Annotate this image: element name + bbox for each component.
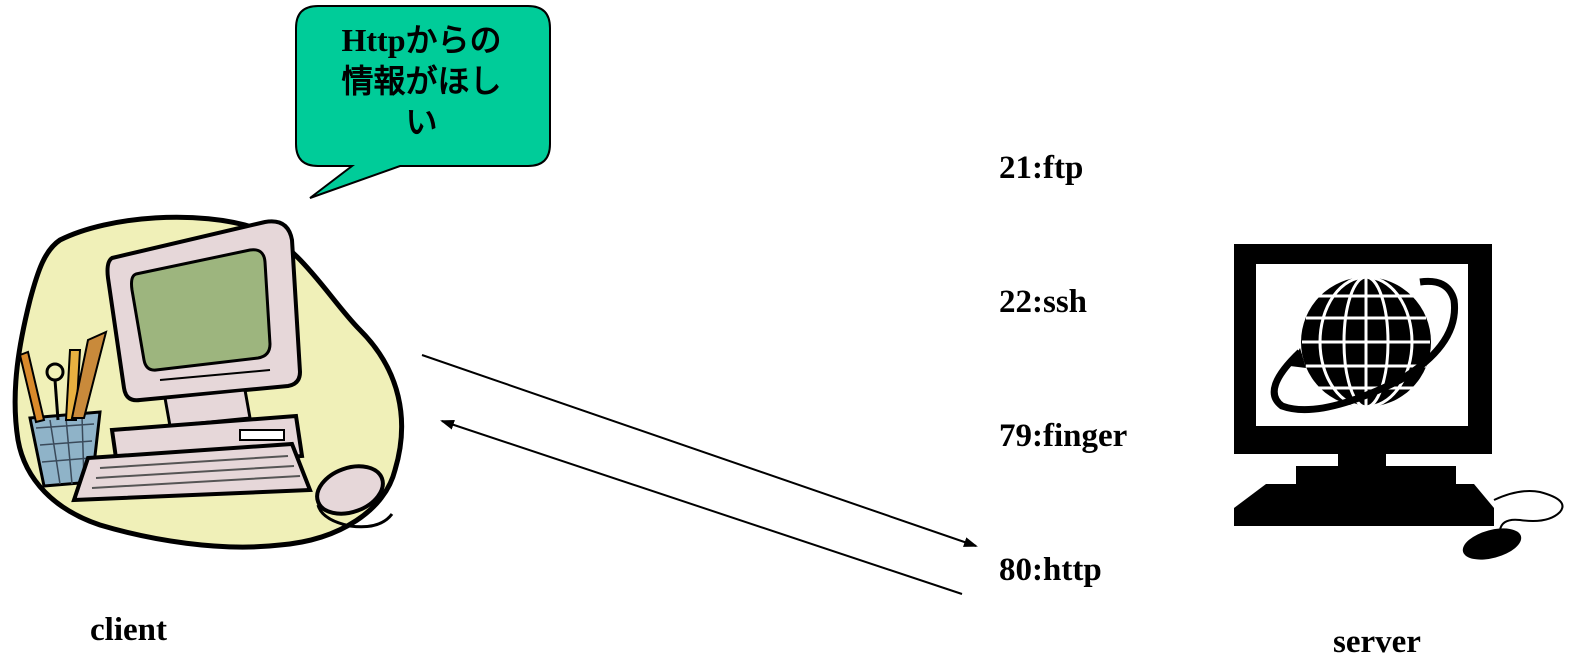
globe-icon (1270, 275, 1459, 414)
client-label: client (90, 612, 167, 648)
port-label-finger: 79:finger (999, 418, 1128, 454)
speech-bubble (295, 5, 551, 199)
server-label: server (1333, 624, 1421, 660)
response-arrow (440, 420, 963, 595)
port-label-ssh: 22:ssh (999, 284, 1088, 320)
speech-bubble-text: Httpからの 情報がほし い (300, 20, 543, 143)
bubble-line-1: Httpからの (341, 22, 502, 58)
bubble-line-3: い (405, 104, 438, 140)
server-computer-icon (1234, 244, 1564, 560)
client-computer-icon (12, 214, 405, 550)
bubble-line-2: 情報がほし (341, 63, 502, 99)
port-label-ftp: 21:ftp (999, 150, 1084, 186)
request-arrow (421, 354, 978, 547)
port-label-http: 80:http (999, 552, 1102, 588)
